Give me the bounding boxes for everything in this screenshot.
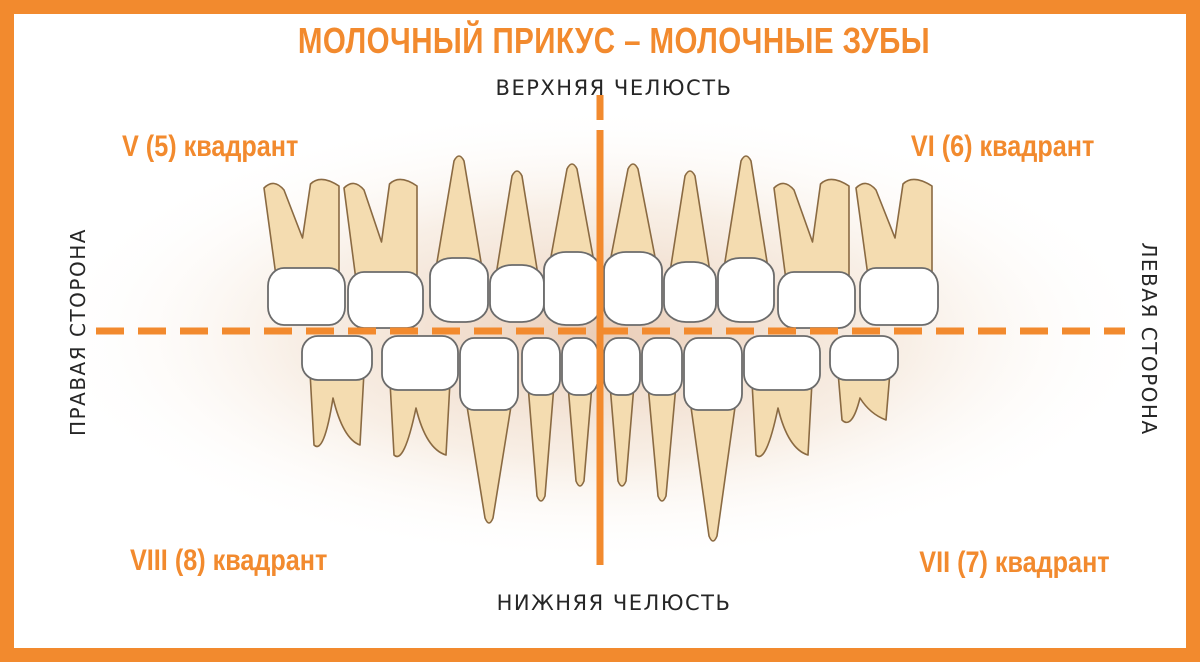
tooth-root — [751, 381, 813, 458]
tooth-root — [527, 384, 555, 502]
right-side-label: ПРАВАЯ СТОРОНА — [66, 228, 90, 436]
upper-tooth — [855, 178, 939, 326]
upper-tooth — [773, 178, 856, 329]
lower-tooth — [521, 337, 561, 502]
tooth-crown — [743, 335, 821, 391]
dentition-diagram — [40, 95, 1160, 565]
tooth-crown — [717, 257, 775, 323]
lower-tooth — [743, 335, 821, 458]
upper-tooth — [603, 163, 663, 326]
tooth-crown — [603, 251, 663, 326]
tooth-root — [309, 371, 365, 448]
tooth-root — [465, 399, 513, 524]
tooth-crown — [829, 335, 899, 381]
lower-jaw-label: НИЖНЯЯ ЧЕЛЮСТЬ — [496, 591, 732, 615]
upper-tooth — [429, 155, 489, 323]
diagram-title: МОЛОЧНЫЙ ПРИКУС – МОЛОЧНЫЕ ЗУБЫ — [297, 20, 931, 61]
tooth-crown — [459, 337, 519, 411]
upper-tooth — [489, 170, 545, 323]
tooth-crown — [561, 337, 599, 396]
upper-tooth — [543, 163, 601, 326]
quadrant-8-label: VIII (8) квадрант — [130, 544, 328, 577]
tooth-crown — [859, 267, 939, 326]
quadrant-7-label: VII (7) квадрант — [919, 546, 1110, 579]
lower-tooth — [683, 337, 743, 542]
tooth-crown — [641, 337, 683, 396]
lower-tooth — [459, 337, 519, 524]
tooth-root — [689, 399, 737, 542]
upper-tooth — [717, 155, 775, 323]
upper-tooth — [263, 178, 346, 326]
quadrant-6-label: VI (6) квадрант — [910, 130, 1094, 163]
lower-tooth — [829, 335, 899, 424]
quadrant-5-label: V (5) квадрант — [122, 130, 299, 163]
tooth-root — [435, 155, 483, 269]
tooth-crown — [429, 257, 489, 323]
upper-tooth — [343, 178, 424, 329]
tooth-root — [773, 178, 850, 281]
tooth-root — [837, 371, 891, 424]
tooth-root — [567, 384, 593, 487]
tooth-root — [647, 384, 677, 502]
upper-jaw-label: ВЕРХНЯЯ ЧЕЛЮСТЬ — [495, 76, 733, 100]
lower-tooth — [603, 337, 641, 487]
tooth-crown — [267, 267, 346, 326]
tooth-crown — [381, 335, 459, 391]
tooth-root — [495, 170, 539, 276]
tooth-crown — [521, 337, 561, 396]
upper-teeth-group — [263, 155, 939, 329]
tooth-crown — [663, 261, 717, 323]
tooth-root — [669, 170, 711, 273]
tooth-crown — [489, 264, 545, 323]
tooth-root — [723, 155, 769, 269]
tooth-root — [343, 178, 418, 281]
lower-tooth — [301, 335, 373, 448]
tooth-crown — [683, 337, 743, 411]
lower-tooth — [381, 335, 459, 458]
upper-tooth — [663, 170, 717, 323]
tooth-root — [263, 178, 340, 277]
lower-teeth-group — [301, 335, 899, 542]
lower-tooth — [641, 337, 683, 502]
tooth-crown — [603, 337, 641, 396]
left-side-label: ЛЕВАЯ СТОРОНА — [1137, 242, 1161, 436]
tooth-root — [549, 163, 595, 263]
tooth-root — [609, 163, 657, 263]
tooth-crown — [777, 271, 856, 329]
tooth-crown — [347, 271, 424, 329]
tooth-crown — [301, 335, 373, 381]
tooth-root — [855, 178, 933, 277]
tooth-root — [389, 381, 451, 458]
tooth-crown — [543, 251, 601, 326]
lower-tooth — [561, 337, 599, 487]
tooth-root — [609, 384, 635, 487]
